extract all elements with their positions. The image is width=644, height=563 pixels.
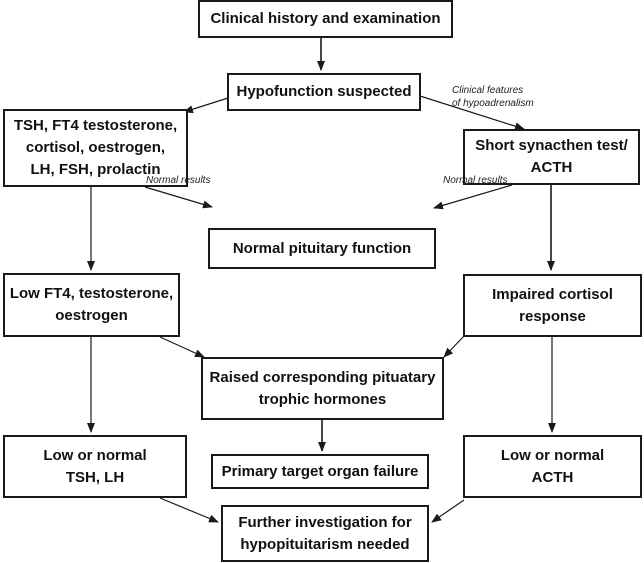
node-label-line: Low FT4, testosterone,	[9, 285, 174, 302]
node-label-line: Short synacthen test/	[475, 137, 628, 154]
node-label: Clinical history and examination	[210, 10, 441, 27]
node-label-line: TSH, LH	[65, 468, 125, 486]
node-label-line: Low or normal	[43, 446, 147, 464]
node-label-line: Further investigation for	[238, 513, 412, 531]
arrow-low-ft4-to-raised	[159, 336, 205, 358]
node-raised-trophic-hormones: Raised corresponding pituatary trophic h…	[201, 357, 444, 420]
node-label-line: hypopituitarism needed	[240, 535, 410, 553]
node-label-line: TSH, FT4 testosterone,	[13, 117, 178, 134]
edge-label-normal-results-left: Normal results	[146, 174, 210, 187]
node-label-line: Low or normal	[500, 446, 605, 464]
edge-label-line: Normal results	[146, 175, 211, 186]
node-label-line: ACTH	[530, 159, 573, 176]
node-low-or-normal-acth: Low or normal ACTH	[463, 435, 642, 498]
edge-label-line: Normal results	[443, 175, 508, 186]
node-normal-pituitary-function: Normal pituitary function	[208, 228, 436, 269]
arrow-synacthen-to-normal	[433, 184, 513, 210]
node-hormone-tests: TSH, FT4 testosterone, cortisol, oestrog…	[3, 109, 188, 187]
node-label-line: LH, FSH, prolactin	[30, 161, 161, 178]
arrow-impaired-to-raised	[443, 335, 465, 358]
node-label-line: Raised corresponding pituatary	[209, 368, 436, 386]
node-clinical-history: Clinical history and examination	[198, 0, 453, 38]
arrow-low-acth-to-further	[431, 499, 465, 523]
arrow-hypofunction-to-synacthen	[419, 95, 525, 131]
node-low-or-normal-tsh-lh: Low or normal TSH, LH	[3, 435, 187, 498]
node-hypofunction-suspected: Hypofunction suspected	[227, 73, 421, 111]
edge-label-normal-results-right: Normal results	[443, 174, 507, 187]
node-label-line: oestrogen	[55, 307, 128, 324]
node-label: Normal pituitary function	[232, 239, 412, 257]
edge-label-line: Clinical features	[452, 85, 524, 96]
arrow-low-tsh-to-further	[159, 497, 219, 523]
node-low-ft4: Low FT4, testosterone, oestrogen	[3, 273, 180, 337]
node-label: Hypofunction suspected	[236, 83, 412, 100]
node-label: Primary target organ failure	[221, 462, 419, 480]
arrow-hypofunction-to-tests	[183, 97, 229, 114]
node-label-line: response	[519, 307, 586, 325]
node-primary-target-organ-failure: Primary target organ failure	[211, 454, 429, 489]
node-further-investigation: Further investigation for hypopituitaris…	[221, 505, 429, 562]
edge-label-clinical-features: Clinical features of hypoadrenalism	[452, 84, 534, 110]
edge-label-line: of hypoadrenalism	[452, 98, 534, 109]
node-label-line: cortisol, oestrogen,	[25, 139, 166, 156]
node-short-synacthen-test: Short synacthen test/ ACTH	[463, 129, 640, 185]
node-label-line: Impaired cortisol	[492, 285, 613, 303]
node-impaired-cortisol: Impaired cortisol response	[463, 274, 642, 337]
node-label-line: trophic hormones	[258, 390, 387, 408]
arrow-tests-to-normal	[144, 186, 213, 209]
node-label-line: ACTH	[531, 468, 574, 486]
